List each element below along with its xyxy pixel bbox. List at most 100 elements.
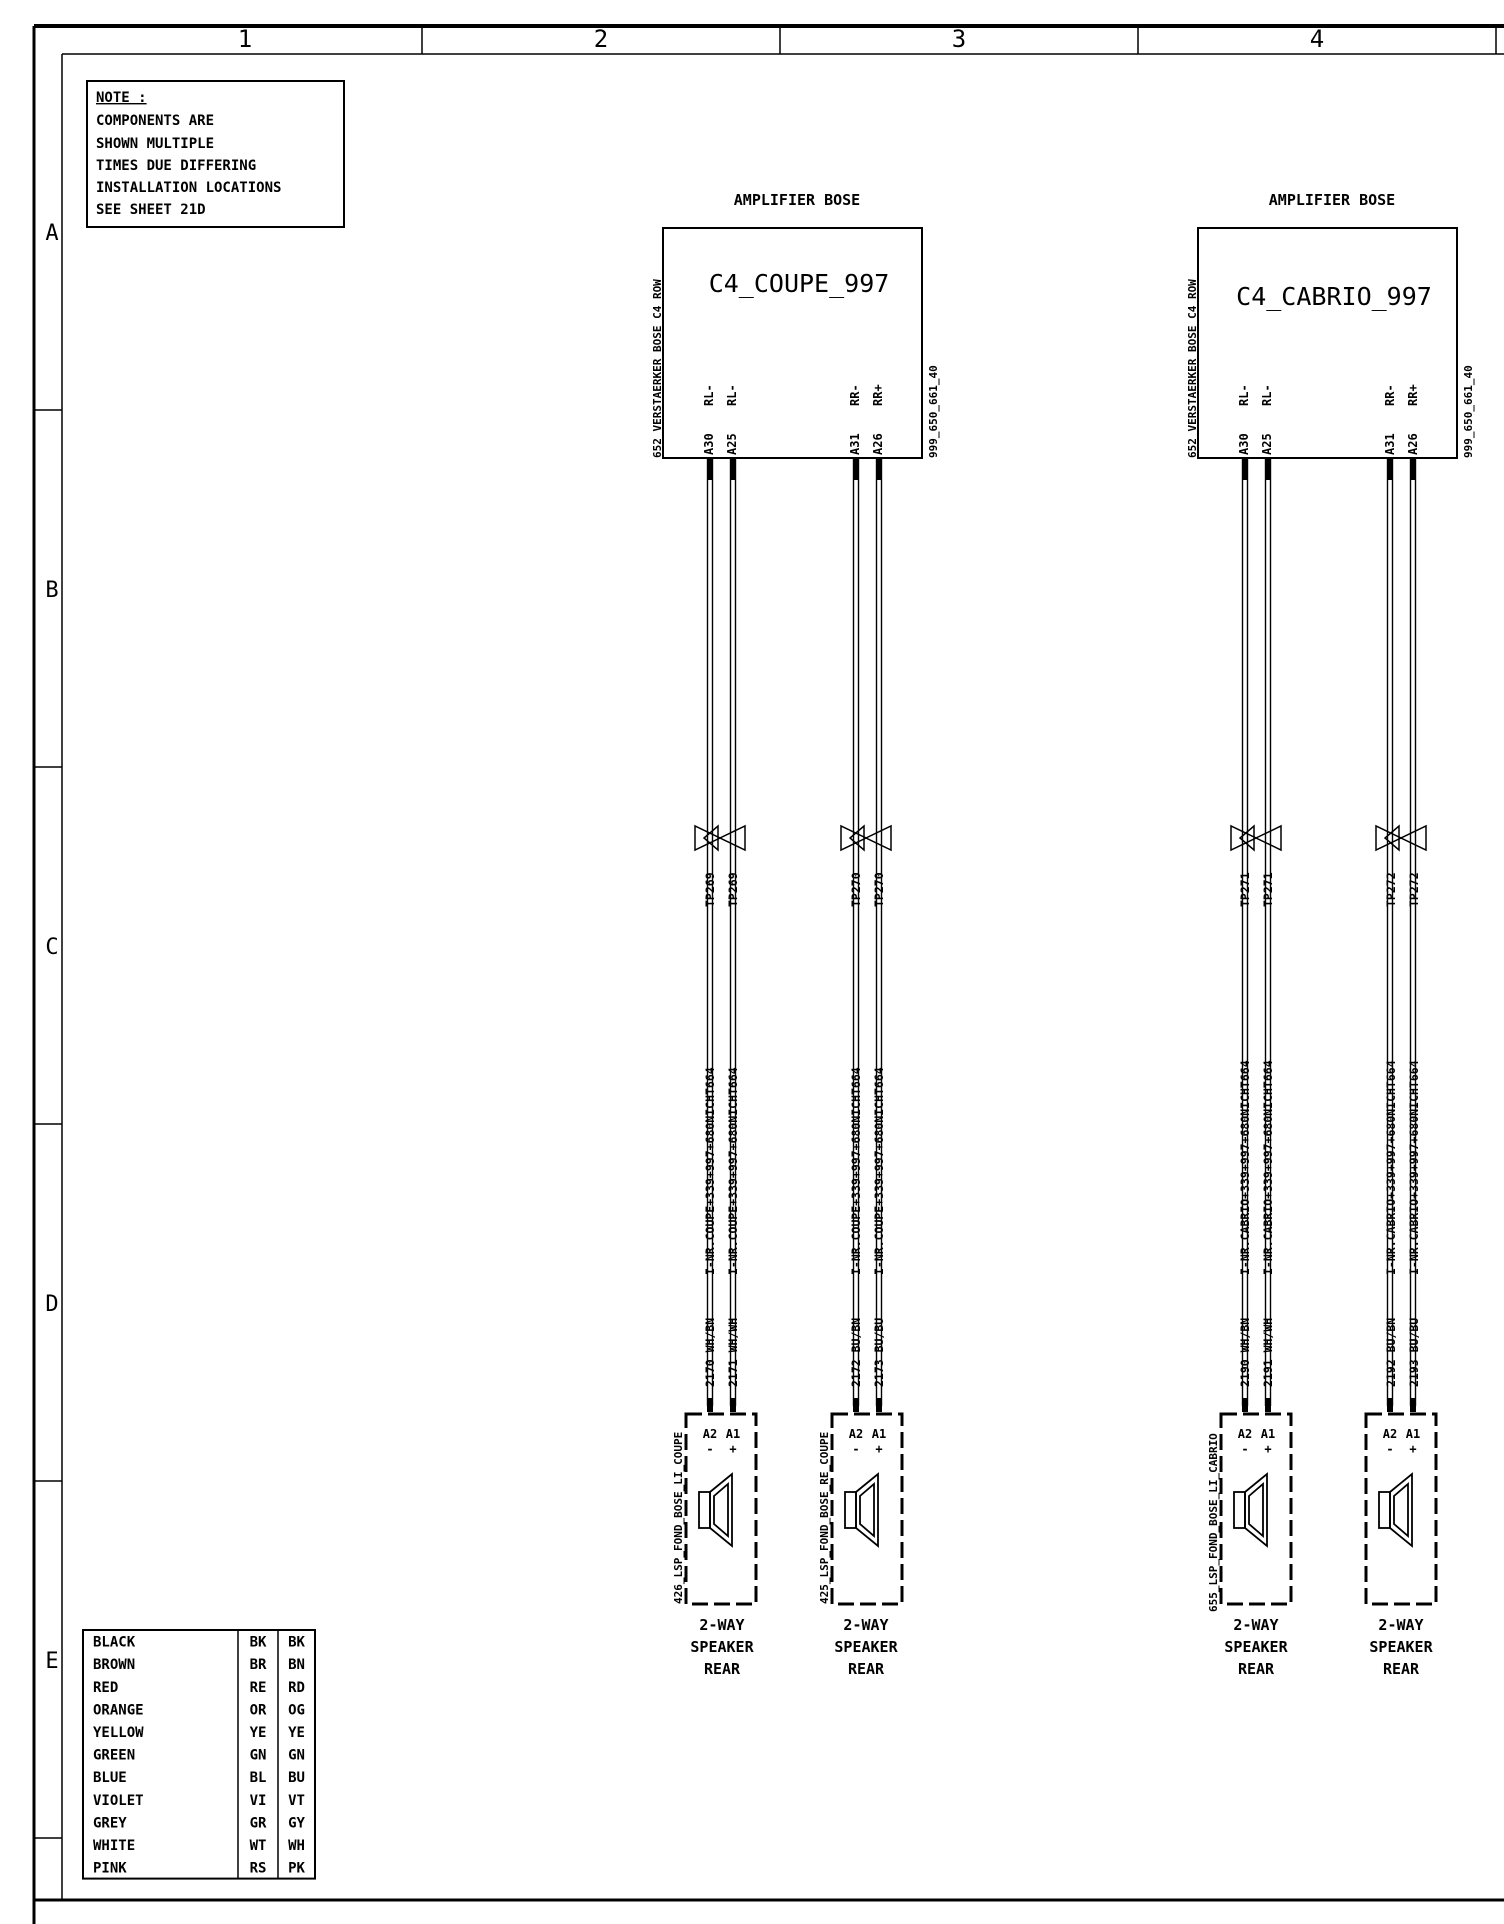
column-labels: 1 2 3 4 — [238, 25, 1324, 53]
legend-color-name: GREY — [93, 1815, 127, 1831]
legend-code-old: GN — [250, 1748, 267, 1764]
speaker-pin: A2 — [1238, 1427, 1252, 1441]
wire-terminal — [1242, 458, 1248, 480]
test-point-marker — [694, 824, 746, 852]
speaker-pin: A1 — [1261, 1427, 1275, 1441]
wire-id-label: 2173 BU/BU — [872, 1318, 886, 1387]
test-point-triangle — [1254, 824, 1282, 852]
wire-id-label: 2190 WH/BN — [1238, 1318, 1252, 1387]
wire-id-label: 2193 BU/BU — [1407, 1318, 1421, 1387]
wire-pair — [706, 458, 714, 1412]
speaker-magnet — [698, 1491, 711, 1529]
note-title: NOTE : — [96, 90, 147, 106]
legend-code-old: WT — [250, 1838, 267, 1854]
speaker-magnet — [844, 1491, 857, 1529]
amplifier-name: C4_CABRIO_997 — [1236, 282, 1432, 311]
test-point-triangle — [848, 824, 865, 852]
test-point-label: TP271 — [1261, 872, 1275, 907]
legend-code-old: YE — [250, 1725, 267, 1741]
speaker-component — [1219, 1412, 1293, 1606]
speaker-cone — [1244, 1472, 1268, 1548]
wire-terminal — [1242, 1398, 1248, 1412]
row-label: C — [45, 935, 58, 960]
wire-terminal — [1410, 458, 1416, 480]
wire-id-label: 2192 BU/BN — [1384, 1318, 1398, 1387]
pin-signal: RL- — [702, 384, 716, 406]
legend-code-new: GY — [288, 1815, 305, 1831]
speaker-magnet — [1378, 1491, 1391, 1529]
pin-number: A30 — [1237, 433, 1251, 455]
test-point-triangle — [1230, 824, 1258, 852]
legend-code-new: WH — [288, 1838, 305, 1854]
test-point-triangle — [1238, 824, 1255, 852]
legend-code-new: BK — [288, 1635, 305, 1651]
wires-layer — [694, 458, 1427, 1412]
wire-terminal — [876, 1398, 882, 1412]
legend-code-old: OR — [250, 1702, 267, 1718]
test-point-marker — [840, 824, 892, 852]
speaker-box — [830, 1412, 904, 1606]
speaker-icon — [1233, 1472, 1268, 1548]
speaker-caption: 2-WAY — [843, 1616, 888, 1634]
pin-signal: RR- — [1383, 384, 1397, 406]
speaker-box — [684, 1412, 758, 1606]
speaker-caption: REAR — [848, 1660, 885, 1678]
pin-signal: RL- — [1260, 384, 1274, 406]
note-line: TIMES DUE DIFFERING — [96, 158, 256, 174]
wire-terminal — [707, 1398, 713, 1412]
speaker-id-label: 425_LSP_FOND_BOSE_RE_COUPE — [818, 1432, 831, 1604]
wire-condition-label: I-NR.CABRIO+339+997+680NICHT664 — [1238, 1060, 1252, 1275]
pin-number: A25 — [1260, 433, 1274, 455]
wire-pair — [1241, 458, 1249, 1412]
wire-pair — [1409, 458, 1417, 1412]
test-point-triangle — [864, 824, 892, 852]
legend-color-name: BLUE — [93, 1770, 127, 1786]
speaker-caption: SPEAKER — [834, 1638, 898, 1656]
speaker-caption: REAR — [704, 1660, 741, 1678]
speaker-id-label: 655_LSP_FOND_BOSE_LI_CABRIO — [1207, 1433, 1220, 1612]
wire-terminal — [1265, 458, 1271, 480]
legend-code-new: GN — [288, 1748, 305, 1764]
column-label: 2 — [594, 25, 608, 53]
amplifier-connector-label: 652_VERSTAERKER_BOSE_C4_ROW — [1186, 279, 1199, 458]
pin-number: A26 — [1406, 433, 1420, 455]
test-point-label: TP270 — [849, 872, 863, 907]
test-point-triangle — [702, 824, 719, 852]
speaker-polarity: + — [1264, 1442, 1271, 1456]
test-point-label: TP269 — [726, 872, 740, 907]
legend-color-name: YELLOW — [93, 1725, 144, 1741]
note-line: COMPONENTS ARE — [96, 113, 214, 129]
row-label: E — [45, 1649, 58, 1674]
speaker-icon — [844, 1472, 879, 1548]
speaker-polarity: - — [706, 1442, 713, 1456]
wire-terminal — [1410, 1398, 1416, 1412]
wire-terminal — [707, 458, 713, 480]
pin-signal: RR+ — [1406, 384, 1420, 406]
amplifier-pins: RL- A30 RL- A25 RR- A31 RR+ A26 — [1237, 384, 1420, 455]
pin-number: A26 — [871, 433, 885, 455]
amplifier-connector-label: 652_VERSTAERKER_BOSE_C4_ROW — [651, 279, 664, 458]
test-point-marker — [1230, 824, 1282, 852]
legend-code-new: YE — [288, 1725, 305, 1741]
pin-signal: RL- — [1237, 384, 1251, 406]
wire-condition-label: I-NR.COUPE+339+997+680NICHT664 — [849, 1067, 863, 1275]
amplifier-cabrio: AMPLIFIER BOSE C4_CABRIO_997 652_VERSTAE… — [1186, 191, 1475, 459]
test-point-label: TP270 — [872, 872, 886, 907]
speaker-caption: REAR — [1238, 1660, 1275, 1678]
speaker-caption: 2-WAY — [1233, 1616, 1278, 1634]
test-point-triangle — [694, 824, 722, 852]
legend-code-new: VT — [288, 1793, 305, 1809]
pin-signal: RR+ — [871, 384, 885, 406]
wire-condition-label: I-NR.COUPE+339+997+680NICHT664 — [872, 1067, 886, 1275]
amplifier-part-number: 999_650_661_40 — [1462, 365, 1475, 458]
test-point-label: TP272 — [1407, 872, 1421, 907]
amplifier-heading: AMPLIFIER BOSE — [1269, 191, 1395, 209]
row-label: A — [45, 221, 58, 246]
legend-code-old: GR — [250, 1815, 267, 1831]
wire-pair — [1386, 458, 1394, 1412]
legend-code-new: PK — [288, 1861, 305, 1877]
speaker-polarity: + — [729, 1442, 736, 1456]
legend-color-name: BROWN — [93, 1657, 135, 1673]
